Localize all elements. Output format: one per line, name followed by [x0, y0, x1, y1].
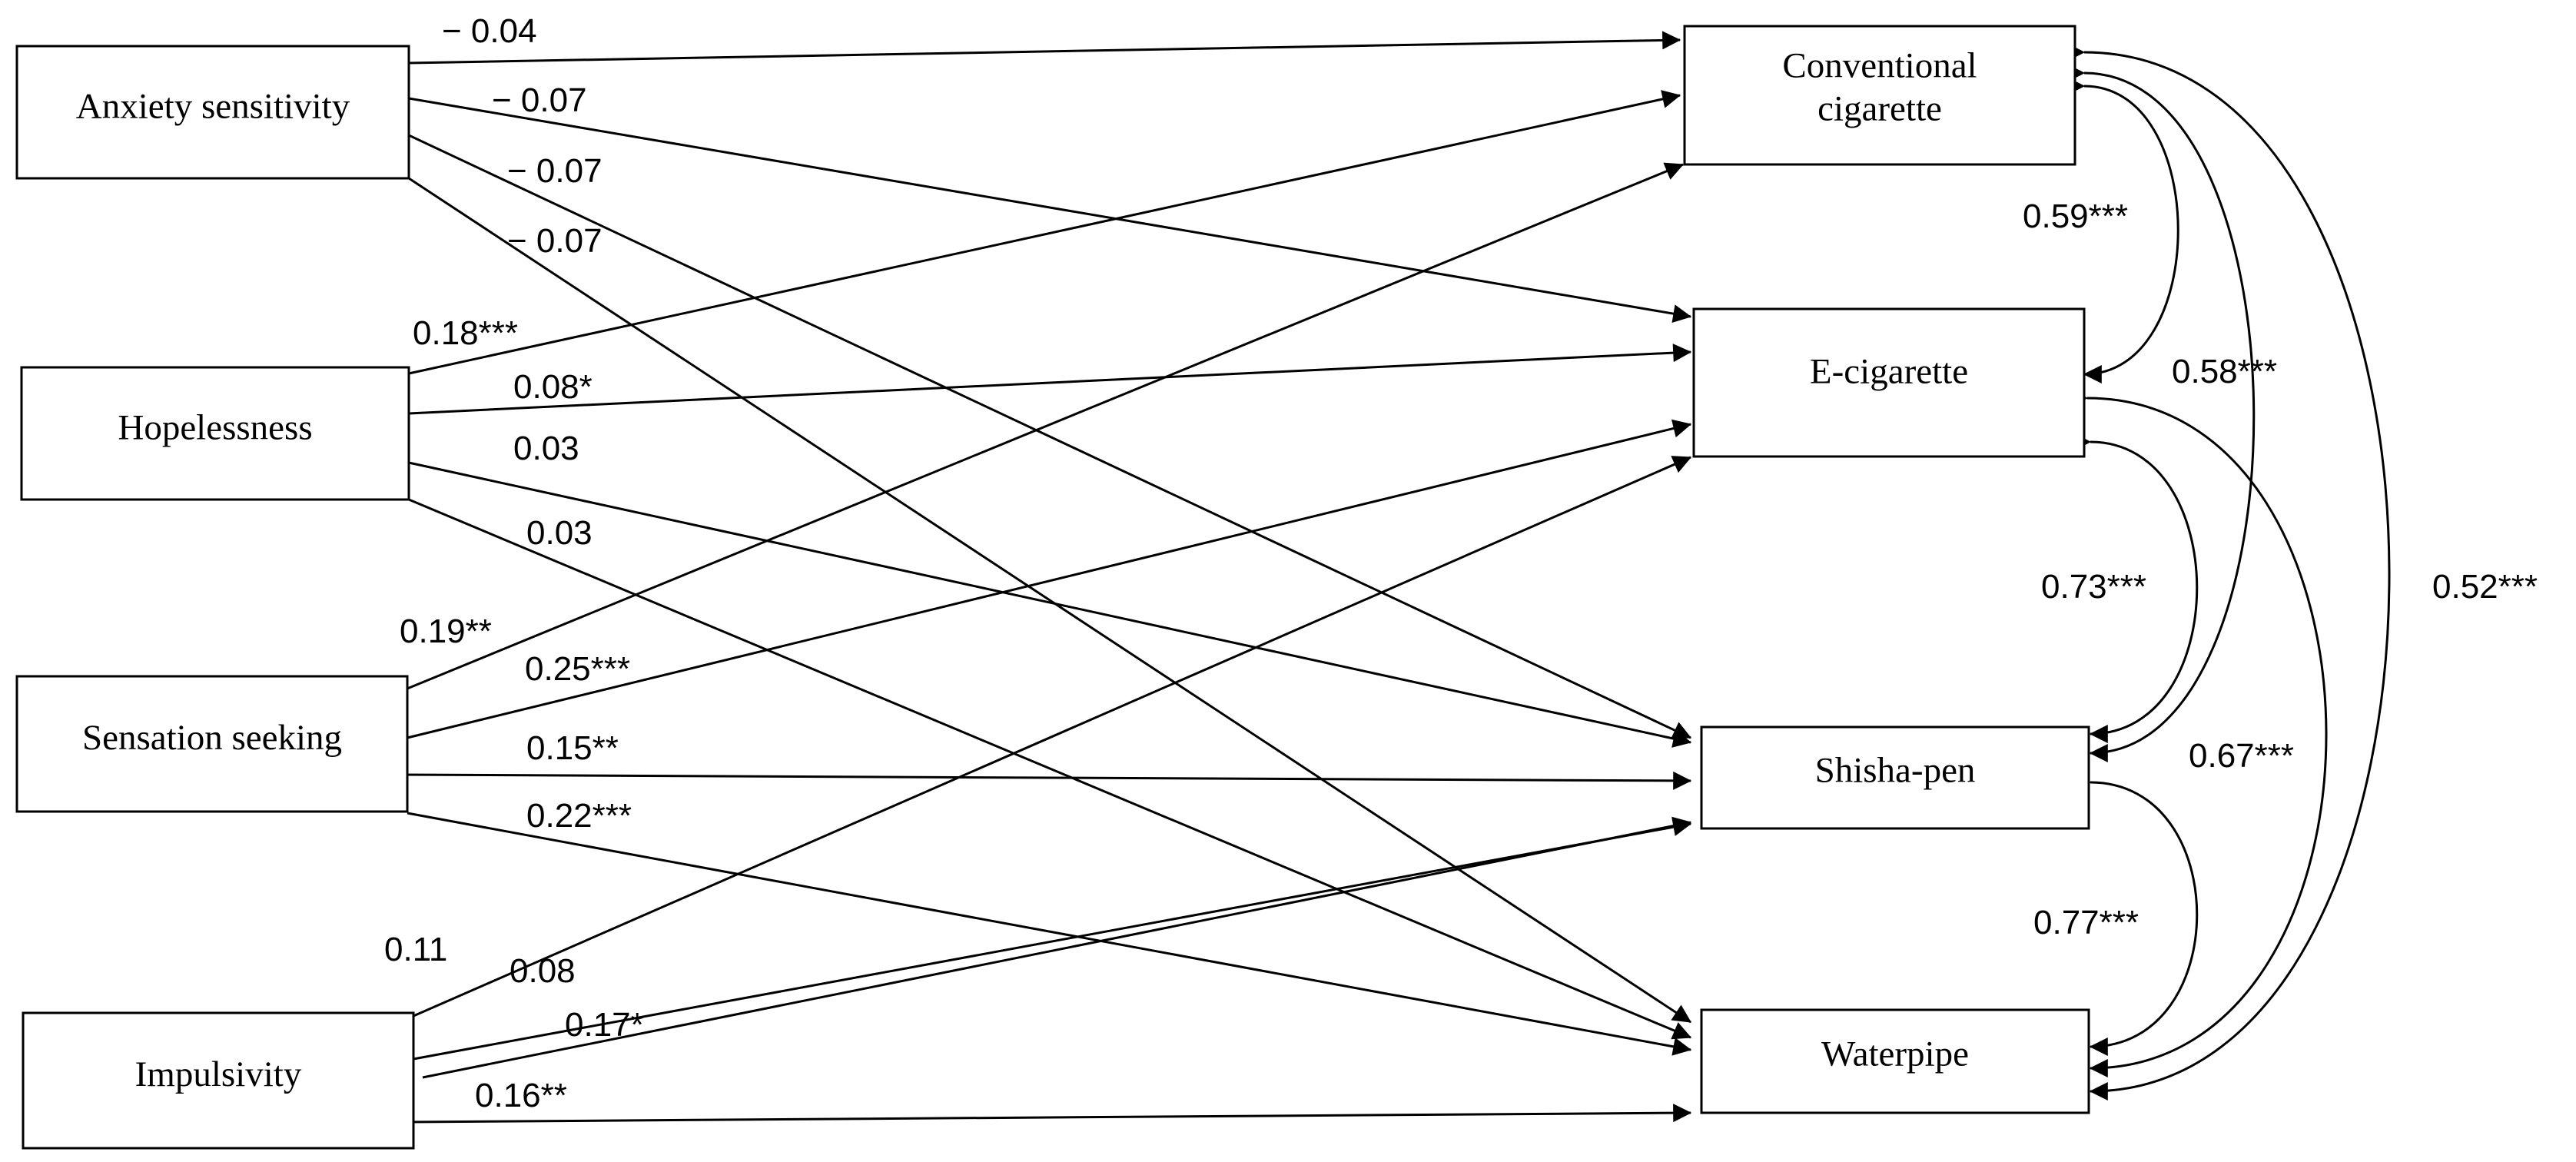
path-arrow-ss-to-sp	[399, 771, 1692, 790]
path-arrow-im-to-cc	[413, 456, 1692, 1018]
path-arrow-hp-to-ec	[408, 344, 1692, 415]
outcome-waterpipe-label: Waterpipe	[1821, 1034, 1969, 1074]
path-arrow-hp-to-wp	[408, 498, 1692, 1040]
path-coefficient-ss-to-ec: 0.25***	[525, 650, 630, 688]
outcome-conventional-cigarette-box	[1683, 25, 2076, 166]
predictor-hopelessness-box	[20, 366, 410, 501]
correlation-coefficient-sp-wp: 0.77***	[2033, 904, 2139, 941]
correlation-arc-cc-wp	[2066, 42, 2391, 1101]
correlation-arcs	[2066, 42, 2391, 1101]
outcome-shisha-pen-label: Shisha-pen	[1815, 750, 1976, 790]
coefficient-labels: − 0.04 − 0.07 − 0.07 − 0.07 0.18*** 0.08* 0.03…	[384, 12, 2538, 1114]
correlation-coefficient-ec-wp: 0.67***	[2189, 737, 2294, 775]
path-coefficient-as-to-ec: − 0.07	[492, 81, 587, 119]
path-arrow-hp-to-cc	[408, 90, 1681, 375]
regression-paths	[399, 31, 1692, 1124]
path-coefficient-ss-to-cc: 0.19**	[400, 613, 492, 650]
path-coefficient-hp-to-sp: 0.03	[513, 430, 579, 467]
path-coefficient-im-to-ec: 0.08	[510, 952, 576, 990]
path-arrow-ss-to-cc	[407, 162, 1685, 690]
path-coefficient-im-to-sp: 0.17*	[565, 1006, 644, 1044]
path-coefficient-as-to-cc: − 0.04	[442, 12, 537, 50]
predictor-anxiety-sensitivity-label: Anxiety sensitivity	[76, 86, 350, 126]
path-arrow-im-to-ec	[413, 818, 1692, 1061]
outcome-shisha-pen-box	[1700, 725, 2090, 830]
correlation-coefficient-ec-sp: 0.73***	[2041, 568, 2146, 606]
predictor-sensation-seeking-label: Sensation seeking	[82, 718, 342, 758]
variable-boxes: Anxiety sensitivityHopelessnessSensation…	[15, 25, 2090, 1150]
path-arrow-as-to-sp	[408, 134, 1692, 739]
path-coefficient-ss-to-wp: 0.22***	[526, 797, 632, 835]
path-coefficient-hp-to-wp: 0.03	[526, 514, 593, 552]
path-arrow-ss-to-ec	[407, 419, 1692, 739]
correlation-coefficient-cc-sp: 0.58***	[2172, 353, 2277, 390]
outcome-shisha-pen: Shisha-pen	[1700, 725, 2090, 830]
outcome-waterpipe: Waterpipe	[1700, 1008, 2090, 1114]
correlation-coefficient-cc-ec: 0.59***	[2023, 198, 2128, 235]
path-arrow-im-to-sp	[422, 816, 1692, 1079]
correlation-arc-cc-sp	[2066, 63, 2256, 762]
path-coefficient-im-to-wp: 0.16**	[475, 1077, 567, 1114]
outcome-e-cigarette-box	[1692, 307, 2086, 458]
correlation-coefficient-cc-wp: 0.52***	[2432, 568, 2538, 606]
predictor-impulsivity-label: Impulsivity	[135, 1054, 302, 1094]
predictor-sensation-seeking-box	[15, 675, 409, 813]
path-coefficient-ss-to-sp: 0.15**	[526, 729, 619, 767]
path-arrow-hp-to-sp	[408, 461, 1692, 748]
path-arrow-ss-to-wp	[407, 812, 1692, 1056]
path-coefficient-as-to-sp: − 0.07	[507, 152, 603, 190]
correlation-arc-cc-ec	[2066, 76, 2179, 383]
path-arrow-im-to-wp	[408, 1104, 1692, 1124]
predictor-anxiety-sensitivity-box	[15, 45, 410, 180]
path-coefficient-hp-to-cc: 0.18***	[413, 314, 518, 352]
outcome-e-cigarette: E-cigarette	[1692, 307, 2086, 458]
predictor-impulsivity-box	[22, 1011, 415, 1150]
predictor-impulsivity: Impulsivity	[22, 1011, 415, 1150]
path-coefficient-im-to-cc: 0.11	[384, 931, 447, 968]
correlation-arc-ec-wp	[2070, 388, 2328, 1077]
outcome-e-cigarette-label: E-cigarette	[1810, 352, 1968, 392]
outcome-waterpipe-box	[1700, 1008, 2090, 1114]
outcome-conventional-cigarette-label: Conventional	[1782, 46, 1977, 86]
path-arrow-as-to-ec	[408, 97, 1692, 324]
outcome-conventional-cigarette-label: cigarette	[1817, 89, 1942, 129]
path-arrow-as-to-cc	[408, 31, 1681, 65]
predictor-anxiety-sensitivity: Anxiety sensitivity	[15, 45, 410, 180]
path-coefficient-hp-to-ec: 0.08*	[513, 368, 593, 406]
path-coefficient-as-to-wp: − 0.07	[507, 222, 603, 260]
path-arrow-as-to-wp	[408, 177, 1692, 1024]
predictor-hopelessness: Hopelessness	[20, 366, 410, 501]
correlation-arc-sp-wp	[2073, 772, 2199, 1056]
correlation-arc-ec-sp	[2073, 432, 2199, 743]
predictor-hopelessness-label: Hopelessness	[118, 407, 312, 447]
predictor-sensation-seeking: Sensation seeking	[15, 675, 409, 813]
